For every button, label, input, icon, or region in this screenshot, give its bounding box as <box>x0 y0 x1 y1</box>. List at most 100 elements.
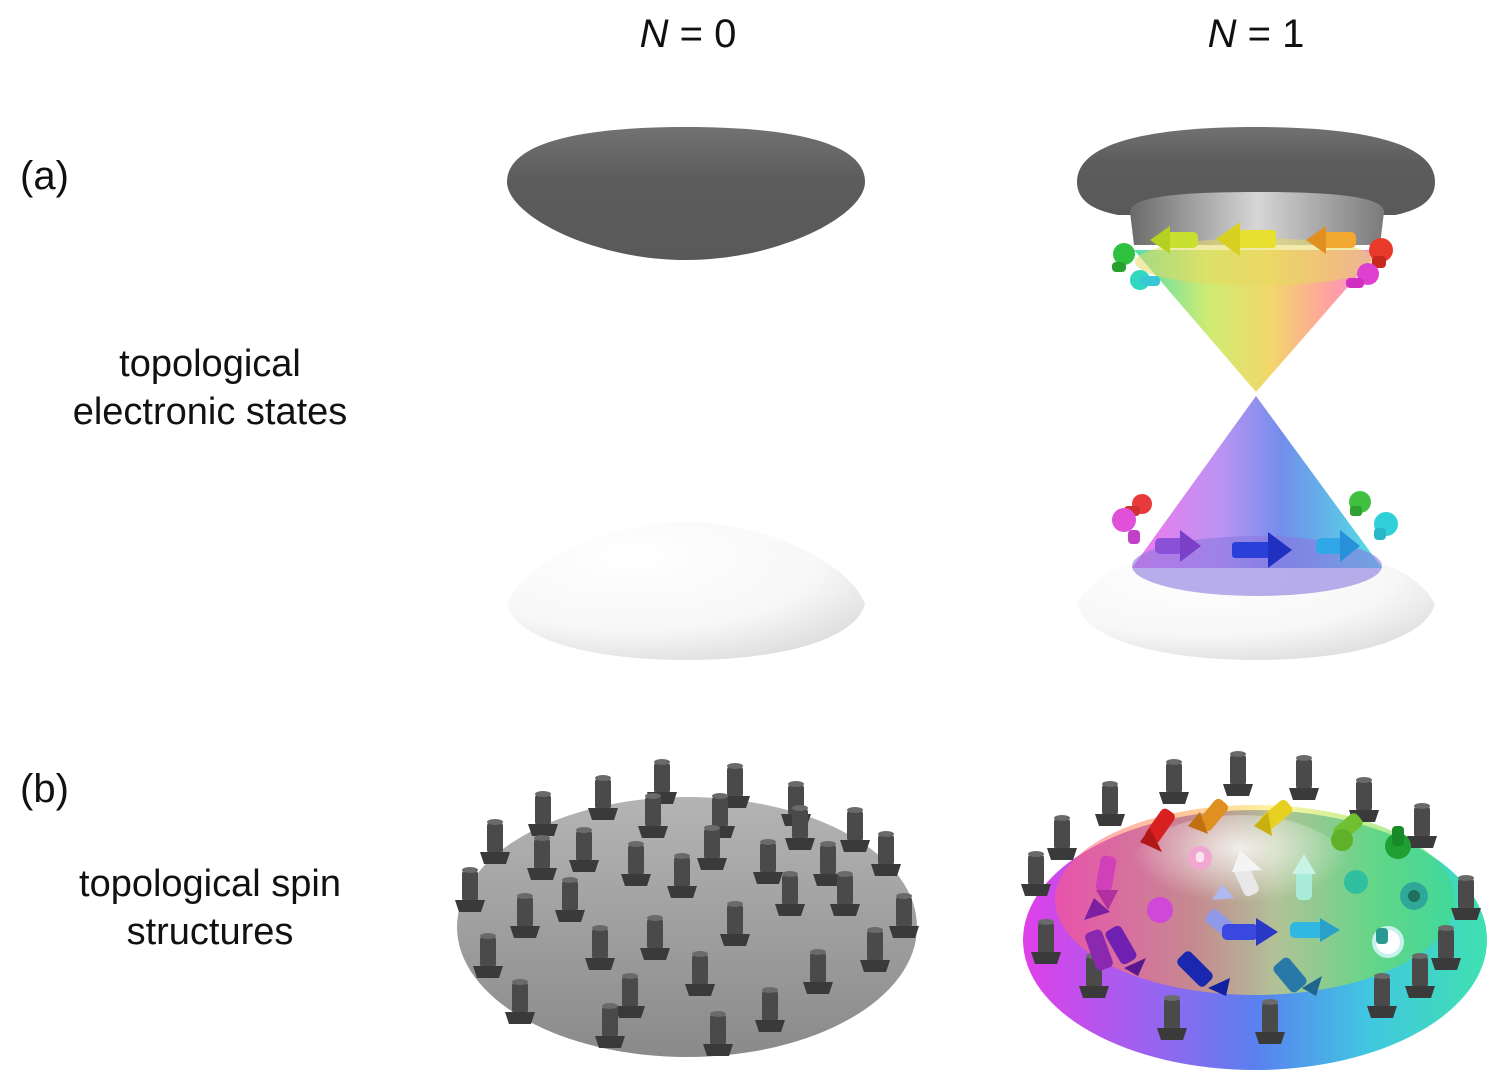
spin-arrow-down-n0 <box>455 867 485 912</box>
spin-arrow-down-n0 <box>685 951 715 996</box>
spin-arrow-down-n0 <box>595 1003 625 1048</box>
spin-arrow-down-n0 <box>775 871 805 916</box>
lower-cone-spin-arrows <box>1112 491 1398 568</box>
spin-arrow-down-n1 <box>1031 919 1061 964</box>
row-a-description-line1: topological <box>119 343 301 385</box>
spin-array-n0 <box>455 759 919 1056</box>
column-header-n1: N = 1 <box>1136 10 1376 58</box>
spin-arrow-down-n0 <box>510 893 540 938</box>
skyrmion-arrow-red <box>1140 808 1175 852</box>
skyrmion-arrow-blue <box>1222 918 1278 946</box>
spin-arrow-down-n0 <box>473 933 503 978</box>
spin-arrow-violet-low <box>1155 530 1201 562</box>
spin-arrow-green <box>1112 243 1135 272</box>
skyrmion-arrow-navy <box>1177 951 1230 996</box>
skyrmion-arrow-magenta2 <box>1147 897 1173 923</box>
skyrmion-arrow-purple <box>1084 898 1113 971</box>
row-a-description: topological electronic states <box>20 340 400 436</box>
row-a-description-line2: electronic states <box>72 391 348 433</box>
spin-arrow-down-n1 <box>1047 815 1077 860</box>
skyrmion-arrow-teal-dark <box>1400 882 1428 910</box>
spin-arrow-down-n0 <box>480 819 510 864</box>
spin-arrow-down-n1 <box>1289 755 1319 800</box>
upper-band-n1 <box>1077 127 1435 245</box>
spin-arrow-down-n0 <box>640 915 670 960</box>
column-header-n1-value: = 1 <box>1236 12 1305 56</box>
skyrmion-arrow-pink <box>1188 846 1212 870</box>
skyrmion-arrow-teal <box>1344 870 1368 894</box>
spin-arrow-red <box>1369 238 1393 268</box>
spin-arrow-down-n0 <box>585 925 615 970</box>
column-header-n0-value: = 0 <box>668 12 737 56</box>
spin-arrow-down-n1 <box>1021 851 1051 896</box>
spin-arrow-down-n0 <box>860 927 890 972</box>
spin-arrow-down-n0 <box>569 827 599 872</box>
spin-arrow-down-n0 <box>753 839 783 884</box>
spin-arrow-yellow <box>1216 222 1276 256</box>
spin-arrow-down-n0 <box>667 853 697 898</box>
spin-arrow-down-n0 <box>555 877 585 922</box>
lower-dirac-cone <box>1132 396 1382 596</box>
spin-arrow-down-n0 <box>720 901 750 946</box>
spin-arrow-skyblue-low <box>1316 530 1360 562</box>
spin-arrow-down-n0 <box>813 841 843 886</box>
spin-arrow-down-n0 <box>889 893 919 938</box>
spin-arrow-down-n1 <box>1407 803 1437 848</box>
spin-arrow-down-n1 <box>1159 759 1189 804</box>
row-a-tag: (a) <box>20 154 69 198</box>
skyrmion-arrow-steelblue <box>1273 957 1322 996</box>
spin-arrow-down-n0 <box>703 1011 733 1056</box>
spin-arrow-down-n0 <box>505 979 535 1024</box>
skyrmion-arrow-violet <box>1105 925 1146 976</box>
spin-arrow-down-n0 <box>528 791 558 836</box>
skyrmion-arrow-magenta <box>1095 855 1118 910</box>
spin-arrow-down-n0 <box>615 973 645 1018</box>
row-b-tag: (b) <box>20 767 69 811</box>
lower-band-n0 <box>507 522 865 660</box>
spin-arrow-orange <box>1306 226 1356 254</box>
spin-disk-n1 <box>1023 805 1487 1070</box>
skyrmion-arrow-green <box>1331 813 1363 851</box>
spin-arrow-down-n0 <box>755 987 785 1032</box>
spin-arrow-down-n1 <box>1451 875 1481 920</box>
spin-arrow-green-low <box>1349 491 1371 516</box>
spin-arrow-down-n0 <box>785 805 815 850</box>
skyrmion-arrow-white-ring <box>1372 926 1404 958</box>
column-header-n0: N = 0 <box>568 10 808 58</box>
spin-arrow-down-n1 <box>1405 953 1435 998</box>
spin-arrow-down-n0 <box>621 841 651 886</box>
spin-arrow-down-n1 <box>1157 995 1187 1040</box>
skyrmion-arrow-darkgreen <box>1385 826 1411 859</box>
spin-arrow-down-n0 <box>527 835 557 880</box>
spin-arrow-down-n0 <box>803 949 833 994</box>
skyrmion-arrow-orange <box>1188 798 1229 834</box>
spin-arrow-down-n1 <box>1223 751 1253 796</box>
spin-arrow-down-n0 <box>638 793 668 838</box>
column-header-n1-symbol: N <box>1207 12 1237 56</box>
spin-arrow-magenta-low <box>1112 508 1140 544</box>
spin-arrow-magenta <box>1346 263 1379 288</box>
skyrmion-arrow-cyan <box>1290 918 1340 942</box>
spin-arrow-down-n1 <box>1095 781 1125 826</box>
spin-arrow-blue-low <box>1232 532 1292 568</box>
skyrmion-arrow-mint <box>1292 854 1316 900</box>
spin-array-n1-outer <box>1021 751 1481 1044</box>
upper-cone-spin-arrows <box>1112 222 1393 290</box>
column-header-n0-symbol: N <box>639 12 669 56</box>
spin-arrow-yellow-green <box>1150 226 1198 254</box>
spin-array-n1-skyrmion <box>1084 798 1428 996</box>
spin-arrow-down-n0 <box>871 831 901 876</box>
skyrmion-arrow-white <box>1232 850 1262 897</box>
row-b-description: topological spin structures <box>20 860 400 956</box>
row-b-description-line2: structures <box>126 911 294 953</box>
spin-arrow-down-n0 <box>588 775 618 820</box>
spin-arrow-down-n0 <box>697 825 727 870</box>
skyrmion-arrow-yellow <box>1254 799 1293 836</box>
upper-band-n0 <box>507 127 865 260</box>
spin-arrow-down-n1 <box>1255 999 1285 1044</box>
upper-dirac-cone <box>1134 238 1380 392</box>
spin-arrow-down-n0 <box>830 871 860 916</box>
spin-arrow-down-n1 <box>1367 973 1397 1018</box>
spin-arrow-cyan <box>1130 270 1160 290</box>
